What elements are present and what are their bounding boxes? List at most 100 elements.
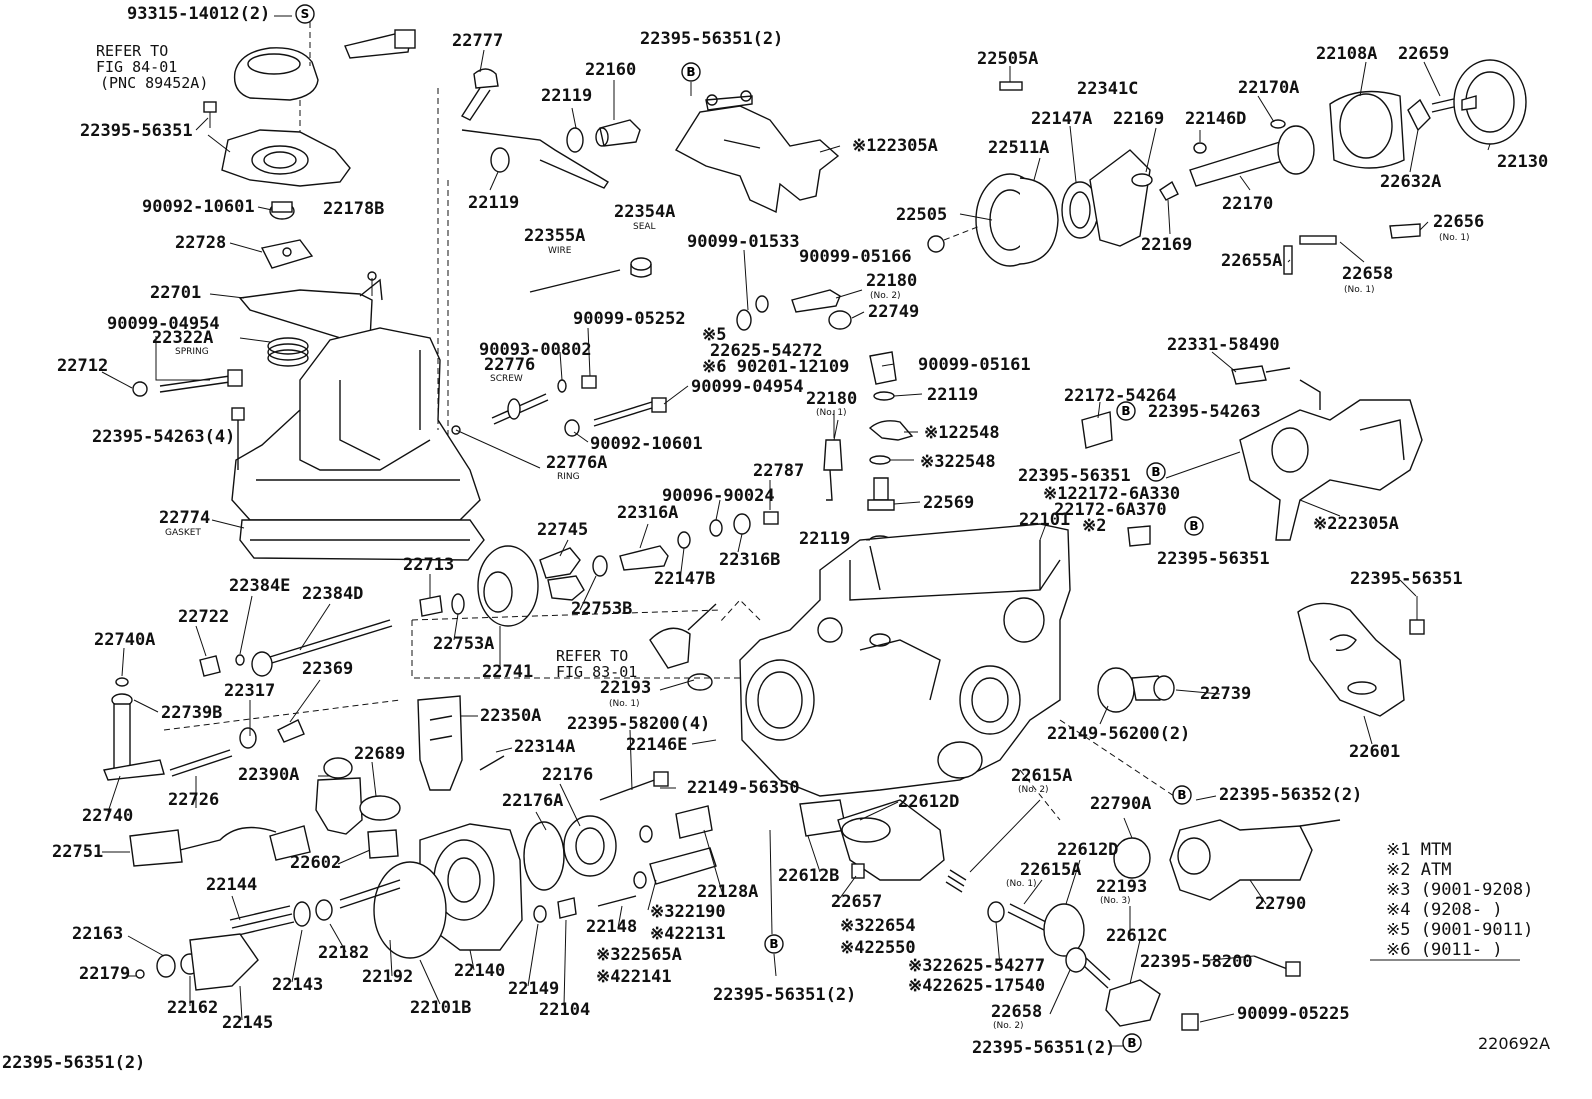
part-number-label: 22601: [1349, 742, 1401, 762]
reference-note: REFER TO: [96, 42, 169, 60]
part-number-label: 22148: [586, 917, 638, 937]
part-number-label: 22322A: [152, 328, 214, 348]
part-number-label: 22172-6A370: [1054, 500, 1167, 520]
part-number-label: 22395-58200: [1140, 952, 1253, 972]
part-number-label: 22143: [272, 975, 324, 995]
sensor-assembly-drawing: [203, 22, 416, 269]
part-description-label: WIRE: [548, 246, 572, 256]
part-number-label: 90092-10601: [590, 434, 703, 454]
part-number-label: 22625-54272: [710, 341, 823, 361]
part-number-label: ※122172-6A330: [1043, 484, 1181, 504]
part-number-label: 22776: [484, 355, 536, 375]
timer-parts-drawing: [799, 667, 1341, 1031]
part-number-label: 22130: [1497, 152, 1549, 172]
part-number-label: 22341C: [1077, 79, 1139, 99]
part-number-label: 22612B: [778, 866, 840, 886]
part-number-label: 22193: [600, 678, 652, 698]
part-number-label: 22101B: [410, 998, 472, 1018]
part-number-label: 22119: [927, 385, 979, 405]
part-number-label: 22140: [454, 961, 506, 981]
part-description-label: SEAL: [633, 222, 656, 232]
part-number-label: ※322565A: [596, 945, 682, 965]
part-number-label: 22316A: [617, 503, 679, 523]
part-number-label: 22169: [1141, 235, 1193, 255]
part-number-label: 90099-05161: [918, 355, 1031, 375]
reference-note: FIG 83-01: [556, 663, 638, 681]
part-number-label: 22178B: [323, 199, 385, 219]
part-number-label: ※6 90201-12109: [702, 357, 850, 377]
part-description-label: (No. 2): [870, 291, 901, 301]
part-number-label: 22656: [1433, 212, 1485, 232]
part-number-label: ※122548: [924, 423, 1000, 443]
part-description-label: RING: [557, 472, 580, 482]
part-number-label: 22176: [542, 765, 594, 785]
callout-letter: B: [686, 65, 695, 79]
part-number-label: 22701: [150, 283, 202, 303]
part-number-label: 22657: [831, 892, 883, 912]
part-number-label: 22395-56351: [1350, 569, 1463, 589]
legend-row: ※3 (9001-9208): [1386, 882, 1533, 899]
callout-b-marker: B: [1146, 462, 1166, 482]
callout-b-marker: B: [1122, 1033, 1142, 1053]
part-number-label: ※322625-54277: [908, 956, 1046, 976]
callout-s-marker: S: [295, 4, 315, 24]
legend-mark: ※1: [1386, 840, 1421, 860]
part-number-label: ※222305A: [1313, 514, 1399, 534]
part-number-label: 22395-56351: [80, 121, 193, 141]
part-number-label: 22505: [896, 205, 948, 225]
illustration-code: 220692A: [1478, 1034, 1551, 1053]
part-number-label: 90099-01533: [687, 232, 800, 252]
part-number-label: 22101: [1019, 510, 1071, 530]
part-number-label: 22722: [178, 607, 230, 627]
legend-row: ※5 (9001-9011): [1386, 922, 1533, 939]
callout-b-marker: B: [764, 934, 784, 954]
callout-letter: B: [769, 937, 778, 951]
part-number-label: 22369: [302, 659, 354, 679]
legend-text: (9001-9208): [1420, 880, 1534, 900]
wire-seal-drawing: [529, 257, 652, 293]
callout-letter: B: [1127, 1036, 1136, 1050]
part-number-label: 22740: [82, 806, 134, 826]
legend-mark: ※3: [1386, 880, 1421, 900]
part-number-label: 22179: [79, 964, 131, 984]
part-number-label: 22612C: [1106, 926, 1168, 946]
callout-letter: B: [1151, 465, 1160, 479]
part-number-label: 90092-10601: [142, 197, 255, 217]
legend-row: ※1 MTM: [1386, 842, 1451, 859]
part-number-label: 22331-58490: [1167, 335, 1280, 355]
part-number-label: 22146D: [1185, 109, 1247, 129]
part-number-label: 90099-04954: [107, 314, 220, 334]
legend-text: MTM: [1420, 840, 1452, 860]
bracket-top-drawing: [675, 82, 840, 214]
part-number-label: 22104: [539, 1000, 591, 1020]
part-description-label: (No. 1): [609, 699, 640, 709]
part-number-label: 22395-54263: [1148, 402, 1261, 422]
part-number-label: 22384D: [302, 584, 364, 604]
part-number-label: 22162: [167, 998, 219, 1018]
part-description-label: GASKET: [165, 528, 201, 538]
part-number-label: 22176A: [502, 791, 564, 811]
legend-text: (9011- ): [1420, 940, 1503, 960]
solenoid-connector-drawing: [129, 695, 505, 867]
part-number-label: 22149-56350: [687, 778, 800, 798]
part-number-label: 22602: [290, 853, 342, 873]
part-number-label: ※5: [702, 325, 727, 345]
part-number-label: 22149-56200(2): [1047, 724, 1191, 744]
part-number-label: 22728: [175, 233, 227, 253]
part-number-label: 22689: [354, 744, 406, 764]
part-number-label: ※422550: [840, 938, 916, 958]
part-number-label: 22632A: [1380, 172, 1442, 192]
adjusting-lever-drawing: [460, 68, 641, 189]
part-number-label: 22395-54263(4): [92, 427, 236, 447]
part-number-label: 22314A: [514, 737, 576, 757]
part-number-label: 22108A: [1316, 44, 1378, 64]
part-number-label: ※322190: [650, 902, 726, 922]
part-number-label: ※122305A: [852, 136, 938, 156]
part-description-label: (No. 1): [1344, 285, 1375, 295]
part-number-label: 22145: [222, 1013, 274, 1033]
part-number-label: 22147A: [1031, 109, 1093, 129]
part-number-label: 90099-05252: [573, 309, 686, 329]
part-number-label: 22354A: [614, 202, 676, 222]
part-number-label: 22180: [806, 389, 858, 409]
screw-row-drawing: [451, 375, 667, 469]
